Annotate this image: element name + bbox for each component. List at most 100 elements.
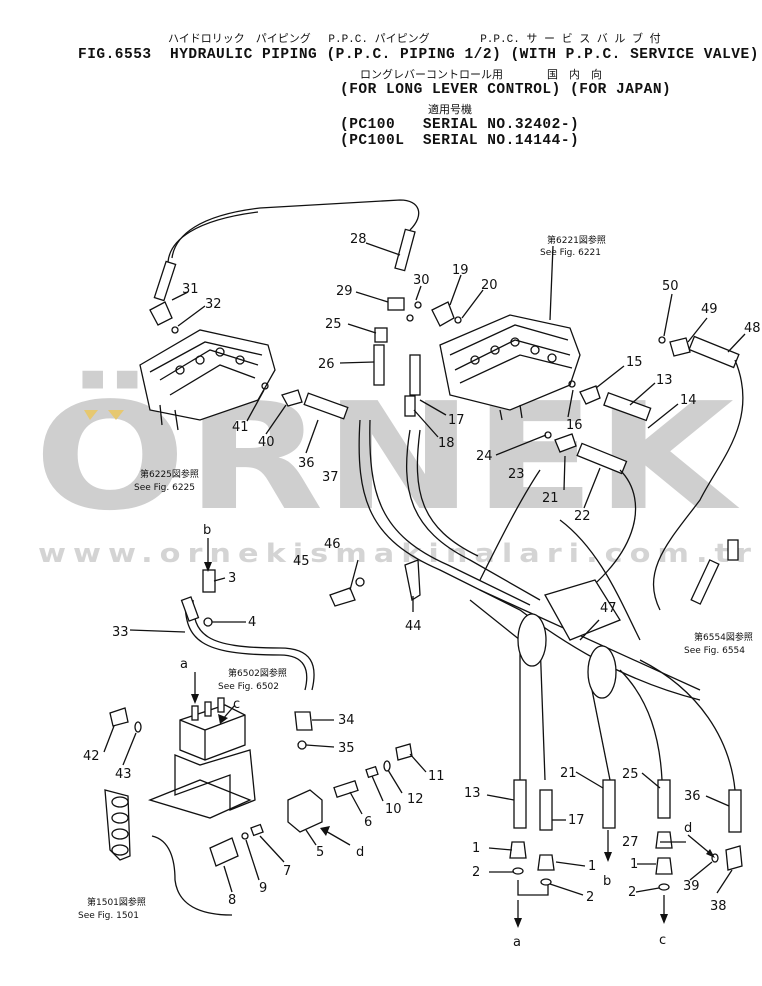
ref-fig-1501: See Fig. 1501 [78, 911, 139, 921]
callout-numbers: 28 29 30 19 20 25 26 31 32 41 40 36 37 1… [83, 232, 761, 914]
port-letters: b a c d a b c d [180, 523, 692, 950]
callout-36: 36 [298, 456, 315, 471]
serial-line-pc100: (PC100 SERIAL NO.32402-) [340, 117, 580, 133]
callout-21-lower: 21 [560, 766, 577, 781]
callout-31: 31 [182, 282, 199, 297]
callout-34: 34 [338, 713, 355, 728]
callout-15: 15 [626, 355, 643, 370]
callout-25: 25 [325, 317, 342, 332]
title-japanese-line-3: 適用号機 [428, 105, 472, 117]
callout-12: 12 [407, 792, 424, 807]
callout-2-a: 2 [472, 865, 480, 880]
callout-22: 22 [574, 509, 591, 524]
callout-47: 47 [600, 601, 617, 616]
title-japanese-line-2: ロングレバーコントロール用 国 内 向 [360, 70, 602, 82]
callout-45: 45 [293, 554, 310, 569]
ref-fig-6225-jp: 第6225図参照 [140, 468, 199, 480]
callout-16: 16 [566, 418, 583, 433]
callout-13-lower: 13 [464, 786, 481, 801]
callout-50: 50 [662, 279, 679, 294]
callout-39: 39 [683, 879, 700, 894]
valve-block-5 [287, 789, 323, 833]
callout-18: 18 [438, 436, 455, 451]
fittings-28-29-30 [387, 228, 422, 322]
callout-1-c: 1 [630, 857, 638, 872]
ref-fig-6502: See Fig. 6502 [218, 682, 279, 692]
callout-40: 40 [258, 435, 275, 450]
letter-c-bottom: c [659, 933, 666, 948]
figure-title: FIG.6553 HYDRAULIC PIPING (P.P.C. PIPING… [78, 47, 759, 63]
callout-41: 41 [232, 420, 249, 435]
letter-a-top: a [180, 657, 188, 672]
callout-29: 29 [336, 284, 353, 299]
callout-10: 10 [385, 802, 402, 817]
hose-top-loop [171, 199, 420, 259]
callout-21: 21 [542, 491, 559, 506]
letter-c-top: c [233, 697, 240, 712]
serial-line-pc100l: (PC100L SERIAL NO.14144-) [340, 133, 580, 149]
lower-hose-ends [509, 779, 743, 891]
letter-a-bottom: a [513, 935, 521, 950]
callout-48: 48 [744, 321, 761, 336]
callout-32: 32 [205, 297, 222, 312]
callout-27: 27 [622, 835, 639, 850]
callout-17: 17 [448, 413, 465, 428]
title-japanese-line-1: ハイドロリック パイピング P.P.C. パイピング P.P.C. サ ー ビ … [168, 34, 661, 46]
watermark-url: www.ornekismakinalari.com.tr [38, 539, 758, 569]
leader-lines [103, 242, 746, 896]
callout-38: 38 [710, 899, 727, 914]
flow-arrows [191, 538, 715, 928]
clamp-47-left [517, 613, 547, 667]
callout-14: 14 [680, 393, 697, 408]
callout-3: 3 [228, 571, 236, 586]
callout-19: 19 [452, 263, 469, 278]
ref-fig-1501-jp: 第1501図参照 [87, 896, 146, 908]
callout-36-lower: 36 [684, 789, 701, 804]
callout-5: 5 [316, 845, 324, 860]
callout-4: 4 [248, 615, 256, 630]
ref-fig-6554: See Fig. 6554 [684, 646, 745, 656]
callout-44: 44 [405, 619, 422, 634]
callout-42: 42 [83, 749, 100, 764]
callout-9: 9 [259, 881, 267, 896]
ref-fig-6225: See Fig. 6225 [134, 483, 195, 493]
callout-7: 7 [283, 864, 291, 879]
callout-24: 24 [476, 449, 493, 464]
callout-11: 11 [428, 769, 445, 784]
clamp-47-right [587, 645, 617, 699]
callout-28: 28 [350, 232, 367, 247]
callout-35: 35 [338, 741, 355, 756]
letter-b-top: b [203, 523, 211, 538]
callout-17-lower: 17 [568, 813, 585, 828]
callout-1-a: 1 [472, 841, 480, 856]
letter-d-left: d [356, 845, 364, 860]
callout-26: 26 [318, 357, 335, 372]
hose-bundle [358, 419, 736, 791]
left-control-valve-block [139, 329, 276, 431]
letter-d-right: d [684, 821, 692, 836]
callout-25-lower: 25 [622, 767, 639, 782]
callout-6: 6 [364, 815, 372, 830]
callout-8: 8 [228, 893, 236, 908]
ref-fig-6502-jp: 第6502図参照 [228, 667, 287, 679]
connector-bracket [104, 789, 131, 861]
ref-fig-6554-jp: 第6554図参照 [694, 631, 753, 643]
callout-2-c: 2 [628, 885, 636, 900]
callout-2-b: 2 [586, 890, 594, 905]
ppc-service-valve-assembly [148, 697, 256, 819]
callout-30: 30 [413, 273, 430, 288]
letter-b-bottom: b [603, 874, 611, 889]
callout-37: 37 [322, 470, 339, 485]
callout-13: 13 [656, 373, 673, 388]
figure-subtitle: (FOR LONG LEVER CONTROL) (FOR JAPAN) [340, 82, 672, 98]
ref-fig-6221: See Fig. 6221 [540, 248, 601, 258]
ref-fig-6221-jp: 第6221図参照 [547, 234, 606, 246]
right-control-valve-block [439, 314, 581, 421]
watermark-accent-icon [84, 410, 124, 420]
callout-43: 43 [115, 767, 132, 782]
clamp-cover-47 [544, 579, 621, 641]
callout-23: 23 [508, 467, 525, 482]
callout-46: 46 [324, 537, 341, 552]
